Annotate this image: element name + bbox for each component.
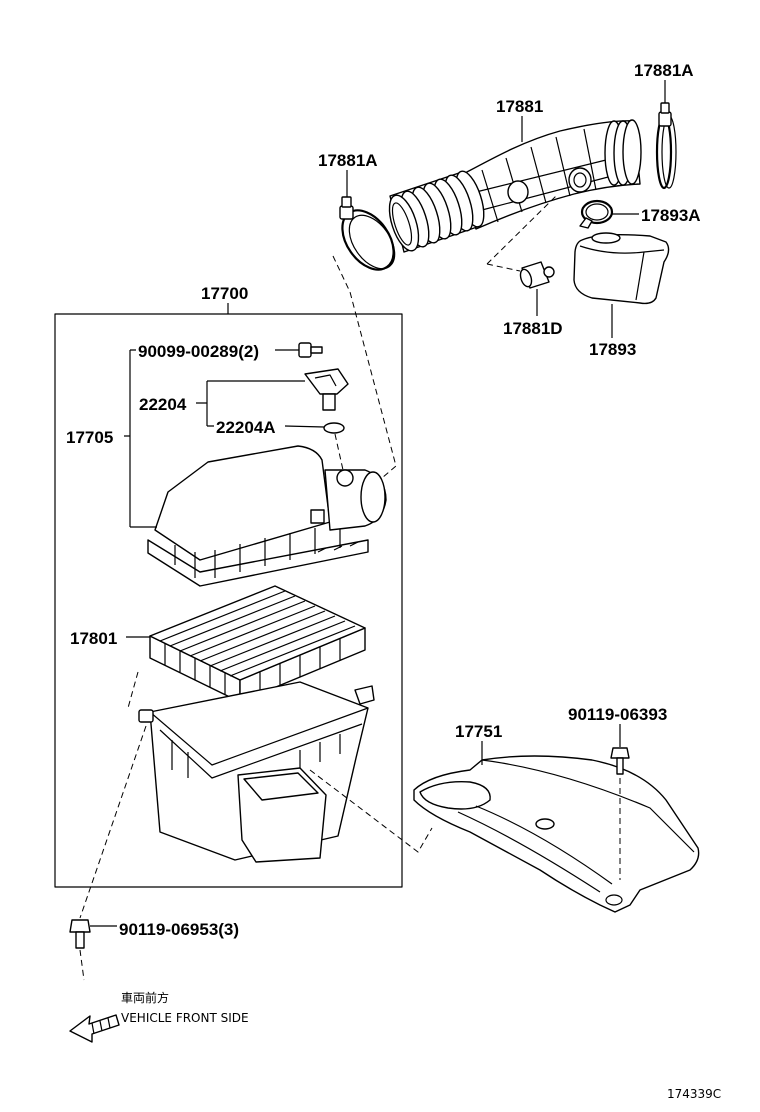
filter-17801-drawing — [149, 585, 366, 703]
duct-17751-drawing — [413, 755, 700, 913]
clamp-ring — [580, 199, 614, 225]
callout-air-cleaner-assy[interactable]: 17700 — [201, 284, 248, 303]
bolt-90119-06953-drawing — [69, 919, 91, 949]
assembly-line-case-bolts — [79, 671, 147, 981]
callout-filter-17801[interactable]: 17801 — [70, 629, 117, 648]
sensor-body — [304, 368, 349, 395]
assembly-line-oring-to-port — [334, 433, 344, 471]
lower-case-outlet-opening — [243, 772, 319, 801]
assembly-lines — [79, 195, 621, 981]
assembly-line-hose-to-cap — [332, 255, 397, 479]
cap-clip — [310, 509, 325, 524]
callout-duct-17751[interactable]: 17751 — [455, 722, 502, 741]
leader-sensor-22204-bracket — [196, 380, 305, 427]
clamp-screw-icon — [341, 196, 352, 208]
hose-clamp-left-drawing — [339, 196, 396, 271]
arrow-left-icon — [69, 1014, 120, 1043]
intake-hose-drawing — [388, 119, 642, 253]
intake-hose-port-bore — [573, 172, 587, 188]
cap-fasteners — [317, 541, 359, 553]
part-17881d-drawing — [519, 261, 555, 289]
arrow-hatching — [91, 1017, 111, 1035]
intake-hose-port — [568, 167, 592, 193]
screw-shaft — [310, 346, 323, 354]
resonator-drawing — [573, 232, 670, 305]
cap-flange — [147, 539, 369, 587]
leader-lines — [90, 80, 666, 927]
clamp-screw-housing — [658, 111, 672, 127]
resonator-inlet — [591, 232, 621, 244]
sensor-detail — [314, 374, 337, 387]
callout-hose-clamp-left[interactable]: 17881A — [318, 151, 378, 170]
callout-intake-hose[interactable]: 17881 — [496, 97, 543, 116]
callout-part-17881d[interactable]: 17881D — [503, 319, 563, 338]
bolt-head-icon — [610, 747, 630, 759]
cap-body — [154, 445, 331, 561]
duct-mount-hole — [535, 818, 555, 830]
intake-hose-port — [507, 180, 529, 204]
bolt-90119-06393-drawing — [610, 747, 630, 775]
clamp-tab — [579, 217, 593, 229]
callout-clamp-17893a[interactable]: 17893A — [641, 206, 701, 225]
assembly-line-17881d — [486, 195, 557, 272]
lower-case-mount-tab — [354, 685, 375, 705]
sensor-22204-drawing — [304, 368, 349, 411]
lower-case-drawing — [138, 681, 375, 863]
bolt-shaft — [616, 757, 624, 775]
duct-body — [413, 755, 700, 913]
filter-side-pleats — [164, 639, 341, 695]
screw-head-icon — [298, 342, 312, 358]
duct-bolt-boss — [605, 894, 623, 906]
leader-cap-17705-bracket — [124, 349, 157, 528]
lower-case-ribs — [171, 734, 341, 778]
leader-oring-22204a — [284, 425, 325, 428]
clamp-17893a-drawing — [579, 199, 614, 229]
duct-inlet-opening — [419, 781, 491, 810]
clamp-screw-housing — [339, 205, 354, 220]
clamp-ring-inner — [585, 203, 609, 221]
callout-oring-22204a[interactable]: 22204A — [216, 418, 276, 437]
clamp-band-edge — [348, 214, 396, 270]
cap-17705-drawing — [147, 445, 387, 587]
intake-hose-opening — [391, 202, 413, 246]
illustration-id: 174339C — [667, 1087, 721, 1101]
sensor-connector — [322, 393, 336, 411]
cap-snorkel-opening — [360, 471, 386, 523]
callout-bolt-90119-06953[interactable]: 90119-06953(3) — [119, 920, 239, 939]
callout-sensor-22204[interactable]: 22204 — [139, 395, 187, 414]
callout-cap-17705[interactable]: 17705 — [66, 428, 113, 447]
intake-hose-end-ring — [622, 119, 642, 185]
vehicle-front-label-en: VEHICLE FRONT SIDE — [121, 1011, 249, 1025]
assembly-line-case-to-duct — [309, 769, 433, 853]
vehicle-front-label-jp: 車両前方 — [121, 990, 169, 1005]
oring-22204a-drawing — [323, 422, 345, 434]
callout-hose-clamp-top[interactable]: 17881A — [634, 61, 694, 80]
cap-sensor-port — [336, 469, 354, 487]
fitting-tip — [543, 266, 555, 278]
hose-clamp-top-drawing — [655, 102, 677, 190]
callout-resonator[interactable]: 17893 — [589, 340, 636, 359]
duct-channel — [457, 805, 613, 893]
callout-bolt-90119-06393[interactable]: 90119-06393 — [568, 705, 667, 724]
vehicle-front-indicator: 車両前方 VEHICLE FRONT SIDE — [69, 990, 249, 1043]
screw-90099-drawing — [298, 342, 323, 358]
lower-case-rim — [149, 707, 369, 779]
callout-labels: 17881A 17881 17881A 17893A 17881D 17893 … — [66, 61, 701, 939]
duct-top-edge — [481, 759, 695, 853]
resonator-body — [573, 233, 670, 305]
cap-ribs — [174, 528, 341, 578]
resonator-top-edge — [579, 245, 665, 301]
clamp-screw-icon — [660, 102, 670, 114]
fitting-end — [519, 268, 533, 288]
callout-screw-90099[interactable]: 90099-00289(2) — [138, 342, 259, 361]
bolt-head-icon — [69, 919, 91, 933]
lower-case-bolt-icon — [138, 709, 154, 723]
filter-pleats — [159, 590, 356, 677]
bolt-shaft — [75, 931, 85, 949]
